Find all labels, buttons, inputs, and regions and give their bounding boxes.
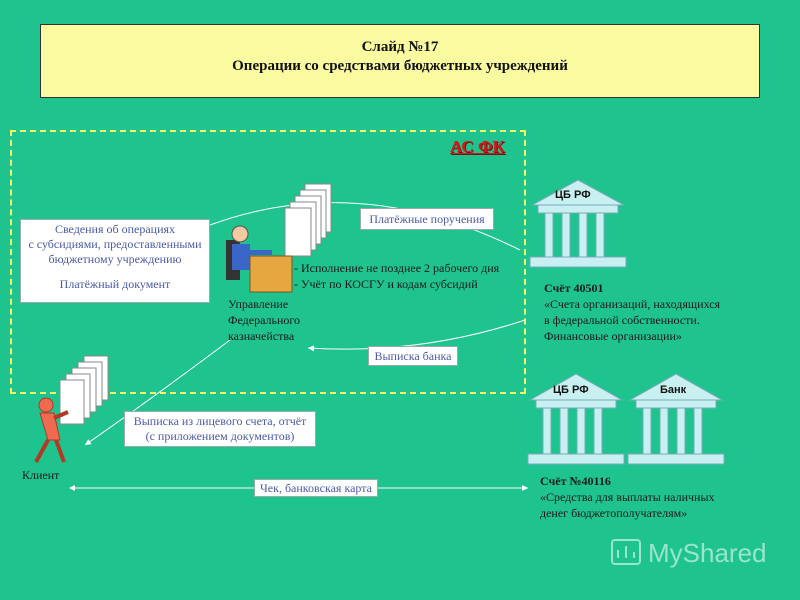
account-40501-line-3: Финансовые организации» [544,329,682,343]
title-box: Слайд №17 Операции со средствами бюджетн… [40,24,760,98]
info-line-1: Сведения об операциях [54,222,176,236]
info-line-3: бюджетному учреждению [48,252,182,266]
as-fk-region [10,130,526,394]
bank-statement-connector [307,319,526,352]
account-40501-line-2: в федеральной собственности. [544,313,700,327]
bank-label: Банк [660,384,687,396]
account-40116: Счёт №40116 «Средства для выплаты наличн… [540,473,790,521]
account-extract-label: Выписка из лицевого счета, отчёт (с прил… [124,411,316,447]
account-40116-line-1: «Средства для выплаты наличных [540,490,715,504]
bank-building-icon [627,373,725,465]
processing-conditions: - Исполнение не позднее 2 рабочего дня -… [294,260,534,292]
slide-title: Операции со средствами бюджетных учрежде… [232,58,568,74]
watermark-text: MyShared [648,538,767,568]
check-card-label: Чек, банковская карта [254,479,378,497]
account-40116-title: Счёт №40116 [540,474,611,488]
info-line-2: с субсидиями, предоставленными [28,237,202,251]
cb-rf-top-label: ЦБ РФ [555,189,591,201]
as-fk-label: АС ФК [450,137,505,156]
treasury-line-1: Управление [228,297,289,311]
cb-rf-building-top-icon [529,179,627,268]
info-line-4: Платёжный документ [59,277,171,291]
info-spacer [21,267,209,277]
client-person-icon [34,397,69,463]
account-40501-line-1: «Счета организаций, находящихся [544,297,721,311]
client-label: Клиент [22,468,60,482]
payment-orders-label: Платёжные поручения [360,208,494,230]
cb-rf-building-bottom-icon [527,373,625,465]
account-extract-connector [84,339,231,446]
operations-info-box: Сведения об операциях с субсидиями, пред… [20,219,210,303]
account-extract-line-2: (с приложением документов) [145,429,295,443]
account-extract-line-1: Выписка из лицевого счета, отчёт [133,414,307,428]
treasury-line-3: казначейства [228,329,295,343]
payment-orders-connector [209,202,521,251]
bank-statement-label: Выписка банка [368,346,458,366]
treasury-line-2: Федерального [228,313,301,327]
treasury-label: Управление Федерального казначейства [228,296,318,344]
document-stack-icon [284,183,332,257]
condition-1: - Исполнение не позднее 2 рабочего дня [294,261,500,275]
condition-2: - Учёт по КОСГУ и кодам субсидий [294,277,478,291]
slide-number: Слайд №17 [361,39,439,55]
cb-rf-bottom-label: ЦБ РФ [553,384,589,396]
account-40501-title: Счёт 40501 [544,281,604,295]
myshared-logo-icon [611,539,641,565]
client-documents-icon [59,355,109,425]
account-40116-line-2: денег бюджетополучателям» [540,506,688,520]
treasury-officer-icon [226,225,293,293]
account-40501: Счёт 40501 «Счета организаций, находящих… [544,280,794,344]
